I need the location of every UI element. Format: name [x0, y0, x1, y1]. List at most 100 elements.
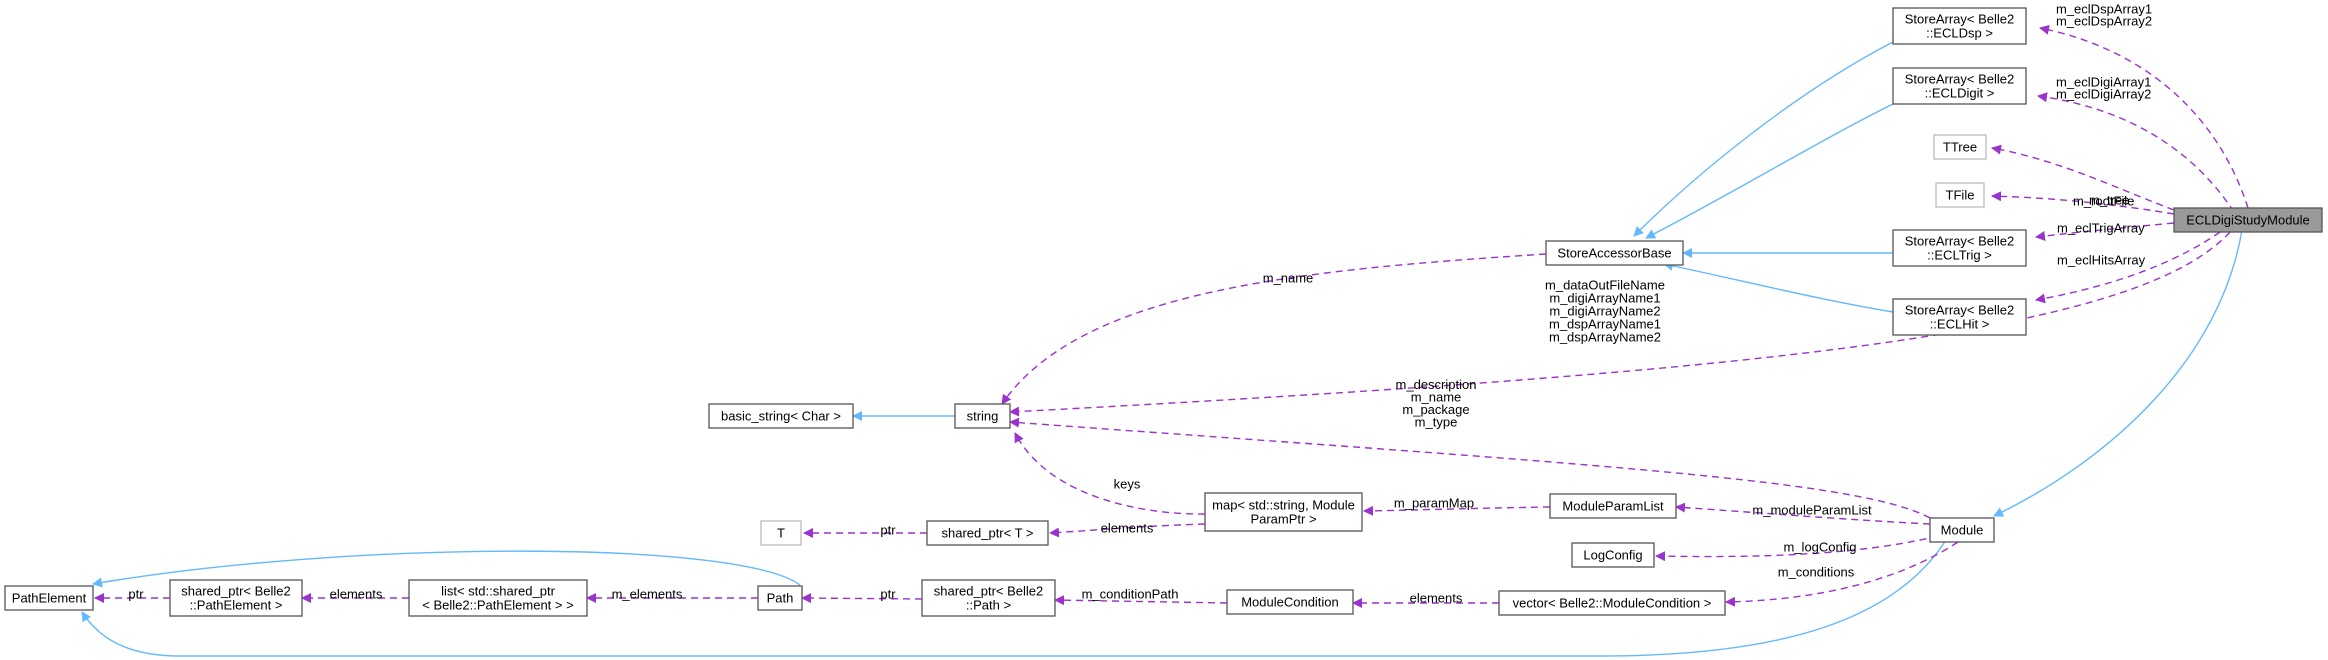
text-line: m_name — [1411, 389, 1462, 404]
node-ecl-digi-study-module[interactable]: ECLDigiStudyModule — [2173, 207, 2323, 233]
text-line: shared_ptr< Belle2 — [181, 584, 291, 599]
edge-eclhit-inherits-storeaccessorbase — [1663, 260, 1894, 313]
text-line: m_dspArrayName2 — [1549, 330, 1661, 345]
node-vector-module-condition[interactable]: vector< Belle2::ModuleCondition > — [1498, 590, 1726, 616]
node-store-array-eclhit[interactable]: StoreArray< Belle2::ECLHit > — [1892, 298, 2027, 336]
node-tfile[interactable]: TFile — [1935, 182, 1985, 208]
text-line: m_moduleParamList — [1752, 503, 1872, 518]
node-basic-string[interactable]: basic_string< Char > — [708, 403, 854, 429]
text-line: m_digiArrayName2 — [1549, 304, 1660, 319]
node-t[interactable]: T — [760, 520, 802, 546]
node-label: ECLDigiStudyModule — [2186, 213, 2310, 228]
text-line: keys — [1114, 477, 1141, 492]
node-label: TFile — [1946, 188, 1975, 203]
edge-hits-array — [2035, 231, 2221, 304]
edge-param-map — [1363, 505, 1551, 516]
node-store-array-ecltrig[interactable]: StoreArray< Belle2::ECLTrig > — [1892, 229, 2027, 267]
edge-label-path-elements: m_elements — [612, 587, 683, 602]
node-module[interactable]: Module — [1929, 517, 1995, 543]
node-store-accessor-base[interactable]: StoreAccessorBase — [1545, 240, 1684, 266]
node-label: StoreArray< Belle2::ECLTrig > — [1905, 234, 2014, 263]
edge-tree — [1991, 144, 2175, 211]
text-line: elements — [1410, 591, 1463, 606]
text-line: m_digiArrayName1 — [1549, 291, 1660, 306]
text-line: PathElement — [12, 591, 87, 606]
edge-keys — [1014, 432, 1206, 515]
text-line: elements — [330, 587, 383, 602]
edge-ecldsp-inherits-storeaccessorbase — [1633, 41, 1894, 237]
text-line: TTree — [1943, 140, 1977, 155]
text-line: m_conditions — [1778, 565, 1855, 580]
text-line: ModuleParamList — [1562, 499, 1664, 514]
text-line: m_elements — [612, 587, 683, 602]
node-label: shared_ptr< Belle2::PathElement > — [181, 584, 291, 613]
text-line: m_paramMap — [1394, 496, 1474, 511]
edge-dsp-arrays — [2039, 24, 2249, 209]
node-label: ModuleParamList — [1562, 499, 1664, 514]
text-line: list< std::shared_ptr — [441, 584, 555, 599]
node-label: StoreArray< Belle2::ECLHit > — [1905, 303, 2014, 332]
text-line: StoreArray< Belle2 — [1905, 12, 2014, 27]
node-label: Path — [767, 591, 794, 606]
edge-label-module-param-list: m_moduleParamList — [1752, 503, 1872, 518]
edge-label-ptr-path-element: ptr — [128, 587, 144, 602]
edge-module-strings — [1009, 417, 1931, 519]
node-label: list< std::shared_ptr< Belle2::PathEleme… — [422, 584, 573, 613]
text-line: ptr — [880, 587, 896, 602]
node-label: PathElement — [12, 591, 87, 606]
text-line: m_eclDigiArray2 — [2056, 87, 2151, 102]
text-line: ::PathElement > — [190, 598, 283, 613]
edge-digi-arrays — [2037, 92, 2235, 213]
node-shared-ptr-t[interactable]: shared_ptr< T > — [926, 520, 1049, 546]
node-label: LogConfig — [1583, 548, 1642, 563]
text-line: m_eclTrigArray — [2057, 221, 2145, 236]
node-store-array-ecldigit[interactable]: StoreArray< Belle2::ECLDigit > — [1892, 67, 2027, 105]
edge-log-config — [1655, 535, 1939, 562]
text-line: m_tree — [2089, 193, 2129, 208]
text-line: m_description — [1396, 377, 1477, 392]
usage-edges — [94, 24, 2249, 608]
inheritance-edges — [81, 41, 2243, 657]
text-line: string — [967, 409, 999, 424]
edge-label-ptr-t: ptr — [880, 523, 896, 538]
edge-label-condition-path: m_conditionPath — [1082, 587, 1179, 602]
text-line: m_dspArrayName1 — [1549, 317, 1661, 332]
edge-conditions — [1725, 541, 1959, 607]
node-module-param-list[interactable]: ModuleParamList — [1549, 493, 1677, 519]
node-log-config[interactable]: LogConfig — [1571, 542, 1655, 568]
node-list-shared-ptr[interactable]: list< std::shared_ptr< Belle2::PathEleme… — [408, 579, 588, 617]
node-ttree[interactable]: TTree — [1933, 134, 1987, 160]
edge-module-param-list — [1675, 502, 1931, 525]
text-line: m_type — [1415, 414, 1458, 429]
text-line: LogConfig — [1583, 548, 1642, 563]
text-line: T — [777, 526, 785, 541]
text-line: m_name — [1263, 271, 1314, 286]
node-path[interactable]: Path — [757, 585, 803, 611]
node-string[interactable]: string — [954, 403, 1011, 429]
edge-ptr-path — [801, 593, 923, 604]
edge-study-inherits-module — [1993, 229, 2243, 517]
node-label: vector< Belle2::ModuleCondition > — [1513, 596, 1712, 611]
edge-label-hits-array: m_eclHitsArray — [2057, 253, 2146, 268]
node-store-array-ecldsp[interactable]: StoreArray< Belle2::ECLDsp > — [1892, 7, 2027, 45]
edge-condition-path — [1054, 595, 1228, 606]
edge-label-trig-array: m_eclTrigArray — [2057, 221, 2145, 236]
text-line: m_dataOutFileName — [1545, 278, 1665, 293]
node-label: StoreAccessorBase — [1557, 246, 1671, 261]
text-line: vector< Belle2::ModuleCondition > — [1513, 596, 1712, 611]
text-line: ::Path > — [966, 598, 1011, 613]
edge-label-elements-list: elements — [330, 587, 383, 602]
node-shared-ptr-path-element[interactable]: shared_ptr< Belle2::PathElement > — [169, 579, 303, 617]
text-line: ParamPtr > — [1250, 512, 1316, 527]
node-path-element[interactable]: PathElement — [4, 585, 94, 611]
node-shared-ptr-path[interactable]: shared_ptr< Belle2::Path > — [921, 579, 1056, 617]
text-line: m_package — [1402, 402, 1469, 417]
node-module-condition[interactable]: ModuleCondition — [1226, 589, 1354, 615]
edge-elements-map — [1049, 523, 1206, 538]
